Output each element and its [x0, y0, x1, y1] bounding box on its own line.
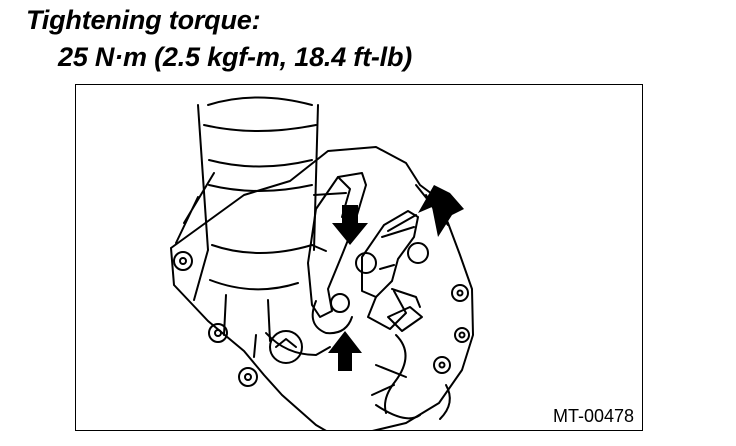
torque-label: Tightening torque: — [26, 5, 261, 35]
illustration-frame: MT-00478 — [75, 84, 643, 431]
cable-bracket — [307, 172, 367, 318]
arrow-icon — [418, 185, 464, 237]
figure-code: MT-00478 — [552, 406, 634, 426]
torque-value: 25 N·m (2.5 kgf-m, 18.4 ft-lb) — [58, 42, 413, 72]
housing-outline — [170, 146, 474, 430]
shaft-tube — [197, 104, 319, 251]
lever-plate — [361, 210, 419, 298]
arrow-icon — [328, 331, 362, 371]
arrow-icon — [332, 205, 368, 245]
transmission-case-illustration — [170, 96, 474, 430]
